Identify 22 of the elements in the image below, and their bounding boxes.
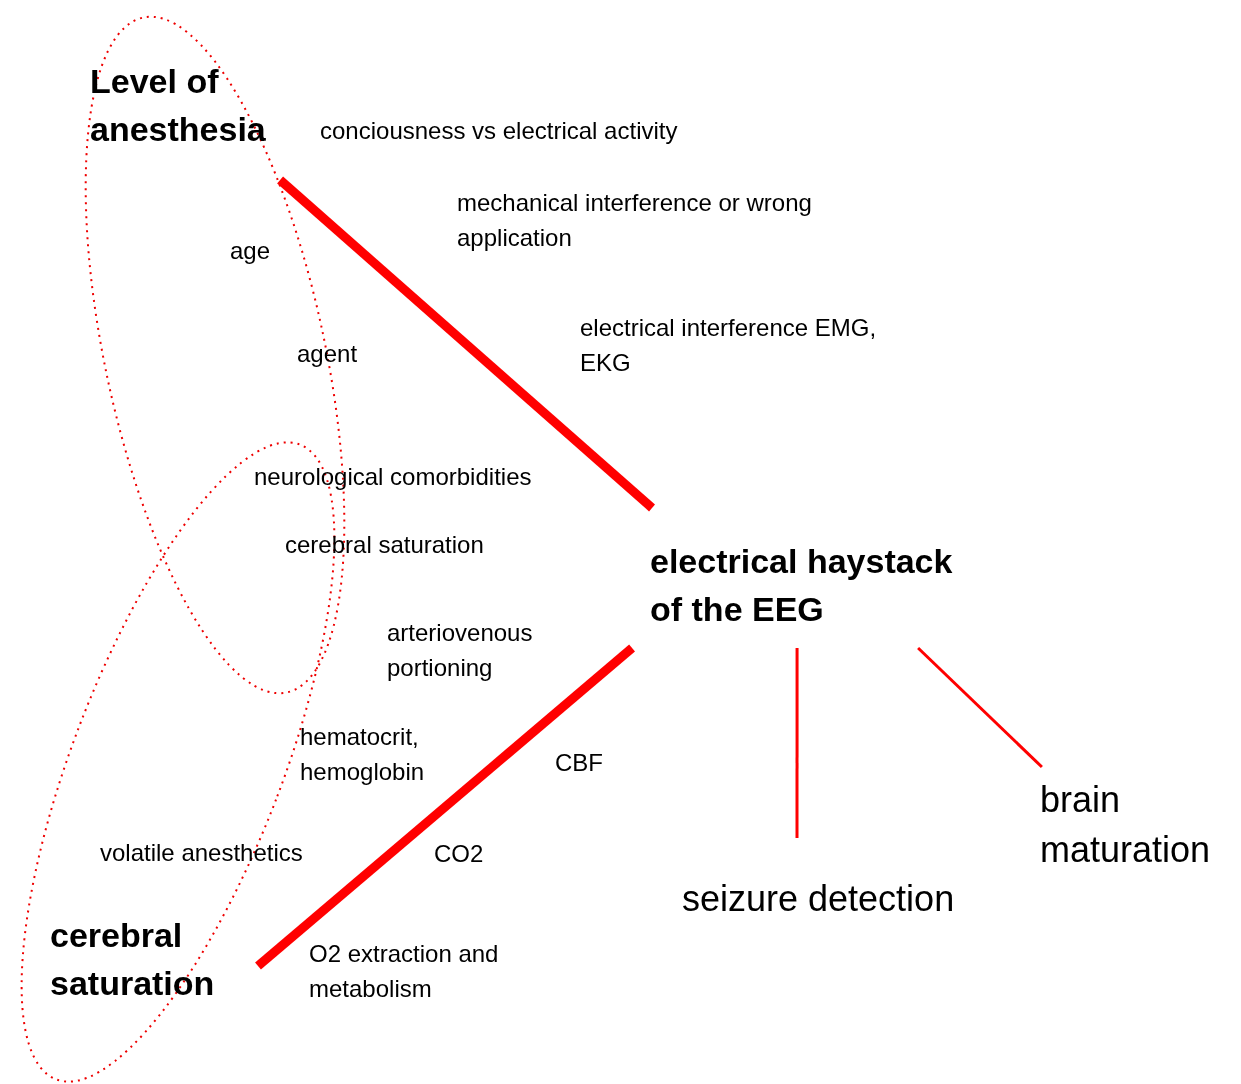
factor-label: CBF xyxy=(555,748,604,778)
factor-label: hematocrit, hemoglobin xyxy=(300,722,426,787)
factor-label: cerebral saturation xyxy=(285,530,485,560)
factor-label: neurological comorbidities xyxy=(254,462,533,492)
connector-line xyxy=(255,644,635,970)
factor-label: CO2 xyxy=(434,839,485,869)
factor-label: mechanical interference or wrong application xyxy=(457,188,813,253)
node-label: Level of anesthesia xyxy=(90,61,267,150)
node-label: cerebral saturation xyxy=(50,915,216,1004)
factor-label: volatile anesthetics xyxy=(100,838,304,868)
factor-label: arteriovenous portioning xyxy=(387,618,534,683)
node-label: electrical haystack of the EEG xyxy=(650,541,954,630)
factor-label: conciousness vs electrical activity xyxy=(320,116,679,146)
connector-line xyxy=(795,648,799,838)
factor-label: electrical interference EMG, EKG xyxy=(580,313,878,378)
factor-label: O2 extraction and metabolism xyxy=(309,939,500,1004)
connector-line xyxy=(277,176,656,512)
node-label: brain maturation xyxy=(1040,778,1212,873)
factor-label: age xyxy=(230,236,272,266)
factor-label: agent xyxy=(297,339,359,369)
node-label: seizure detection xyxy=(682,877,956,921)
connector-line xyxy=(917,646,1043,769)
